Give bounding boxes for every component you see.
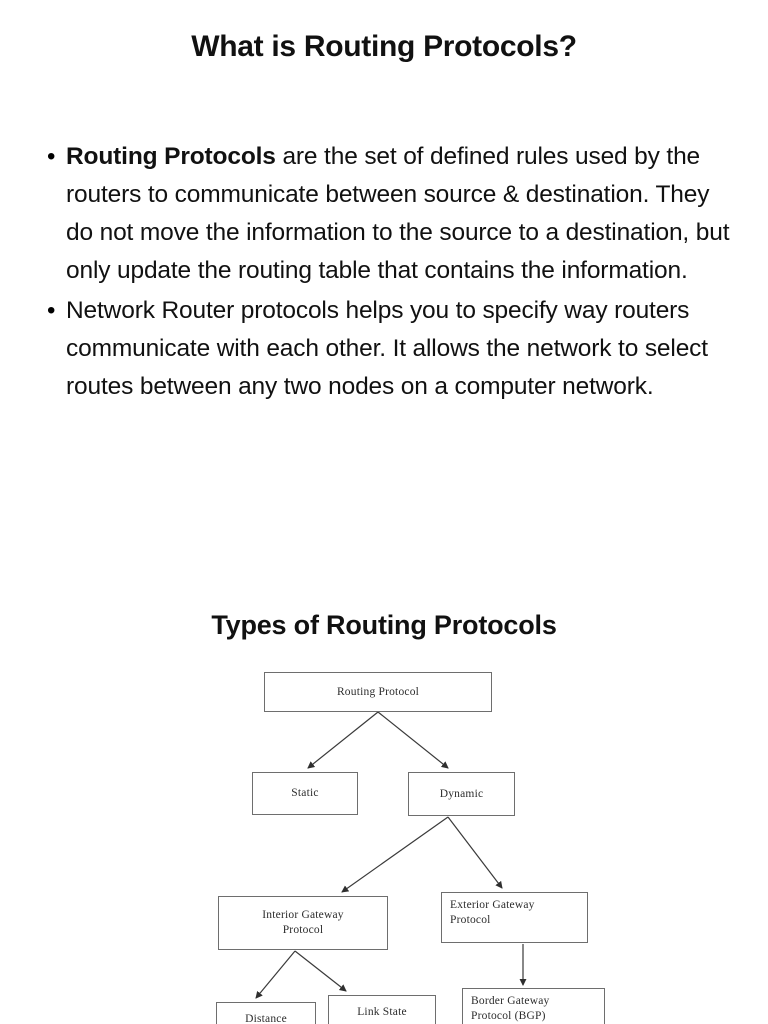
node-interior-gateway-protocol[interactable]: Interior Gateway Protocol — [218, 896, 388, 950]
node-link-state[interactable]: Link State — [328, 995, 436, 1024]
node-label: Distance — [245, 1012, 287, 1024]
bullet-text: Routing Protocols are the set of defined… — [66, 138, 730, 290]
edge-igp-to-link-state — [294, 950, 347, 992]
node-label: Dynamic — [439, 787, 484, 800]
node-distance-vector[interactable]: Distance — [216, 1002, 316, 1024]
node-label-line1: Border Gateway — [471, 995, 550, 1007]
node-exterior-gateway-protocol[interactable]: Exterior Gateway Protocol — [441, 892, 588, 943]
bullet-body: Network Router protocols helps you to sp… — [66, 297, 708, 400]
diagram-connectors — [255, 711, 527, 999]
node-label: Routing Protocol — [336, 685, 420, 698]
edge-dynamic-to-igp — [341, 816, 449, 893]
bullet-list: • Routing Protocols are the set of defin… — [40, 138, 730, 408]
edge-igp-to-distance — [255, 950, 296, 999]
bullet-marker-icon: • — [47, 297, 56, 324]
bullet-body: are the set of defined rules used by the… — [66, 143, 730, 284]
node-label: Link State — [357, 1005, 407, 1018]
node-static[interactable]: Static — [252, 772, 358, 815]
edge-root-to-static — [307, 711, 379, 769]
bullet-text: Network Router protocols helps you to sp… — [66, 292, 730, 406]
node-label: Static — [291, 787, 319, 799]
section-heading: Types of Routing Protocols — [211, 610, 557, 640]
edge-root-to-dynamic — [377, 711, 449, 769]
bullet-lead-emphasis: Routing Protocols — [66, 143, 276, 170]
page-title: What is Routing Protocols? — [191, 30, 577, 63]
node-label-line1: Interior Gateway — [262, 909, 344, 921]
edge-dynamic-to-egp — [447, 816, 503, 889]
list-item: • Network Router protocols helps you to … — [40, 292, 730, 406]
bullet-marker-icon: • — [47, 143, 56, 170]
node-label-line2: Protocol (BGP) — [471, 1010, 546, 1022]
node-label-line2: Protocol — [450, 914, 491, 926]
node-routing-protocol[interactable]: Routing Protocol — [264, 672, 492, 712]
node-border-gateway-protocol[interactable]: Border Gateway Protocol (BGP) — [462, 988, 605, 1024]
list-item: • Routing Protocols are the set of defin… — [40, 138, 730, 290]
routing-protocol-tree-diagram: Routing Protocol Static Dynamic Interior… — [200, 660, 630, 1024]
node-label-line2: Protocol — [282, 924, 324, 936]
node-dynamic[interactable]: Dynamic — [408, 772, 515, 816]
node-label-line1: Exterior Gateway — [450, 899, 535, 911]
